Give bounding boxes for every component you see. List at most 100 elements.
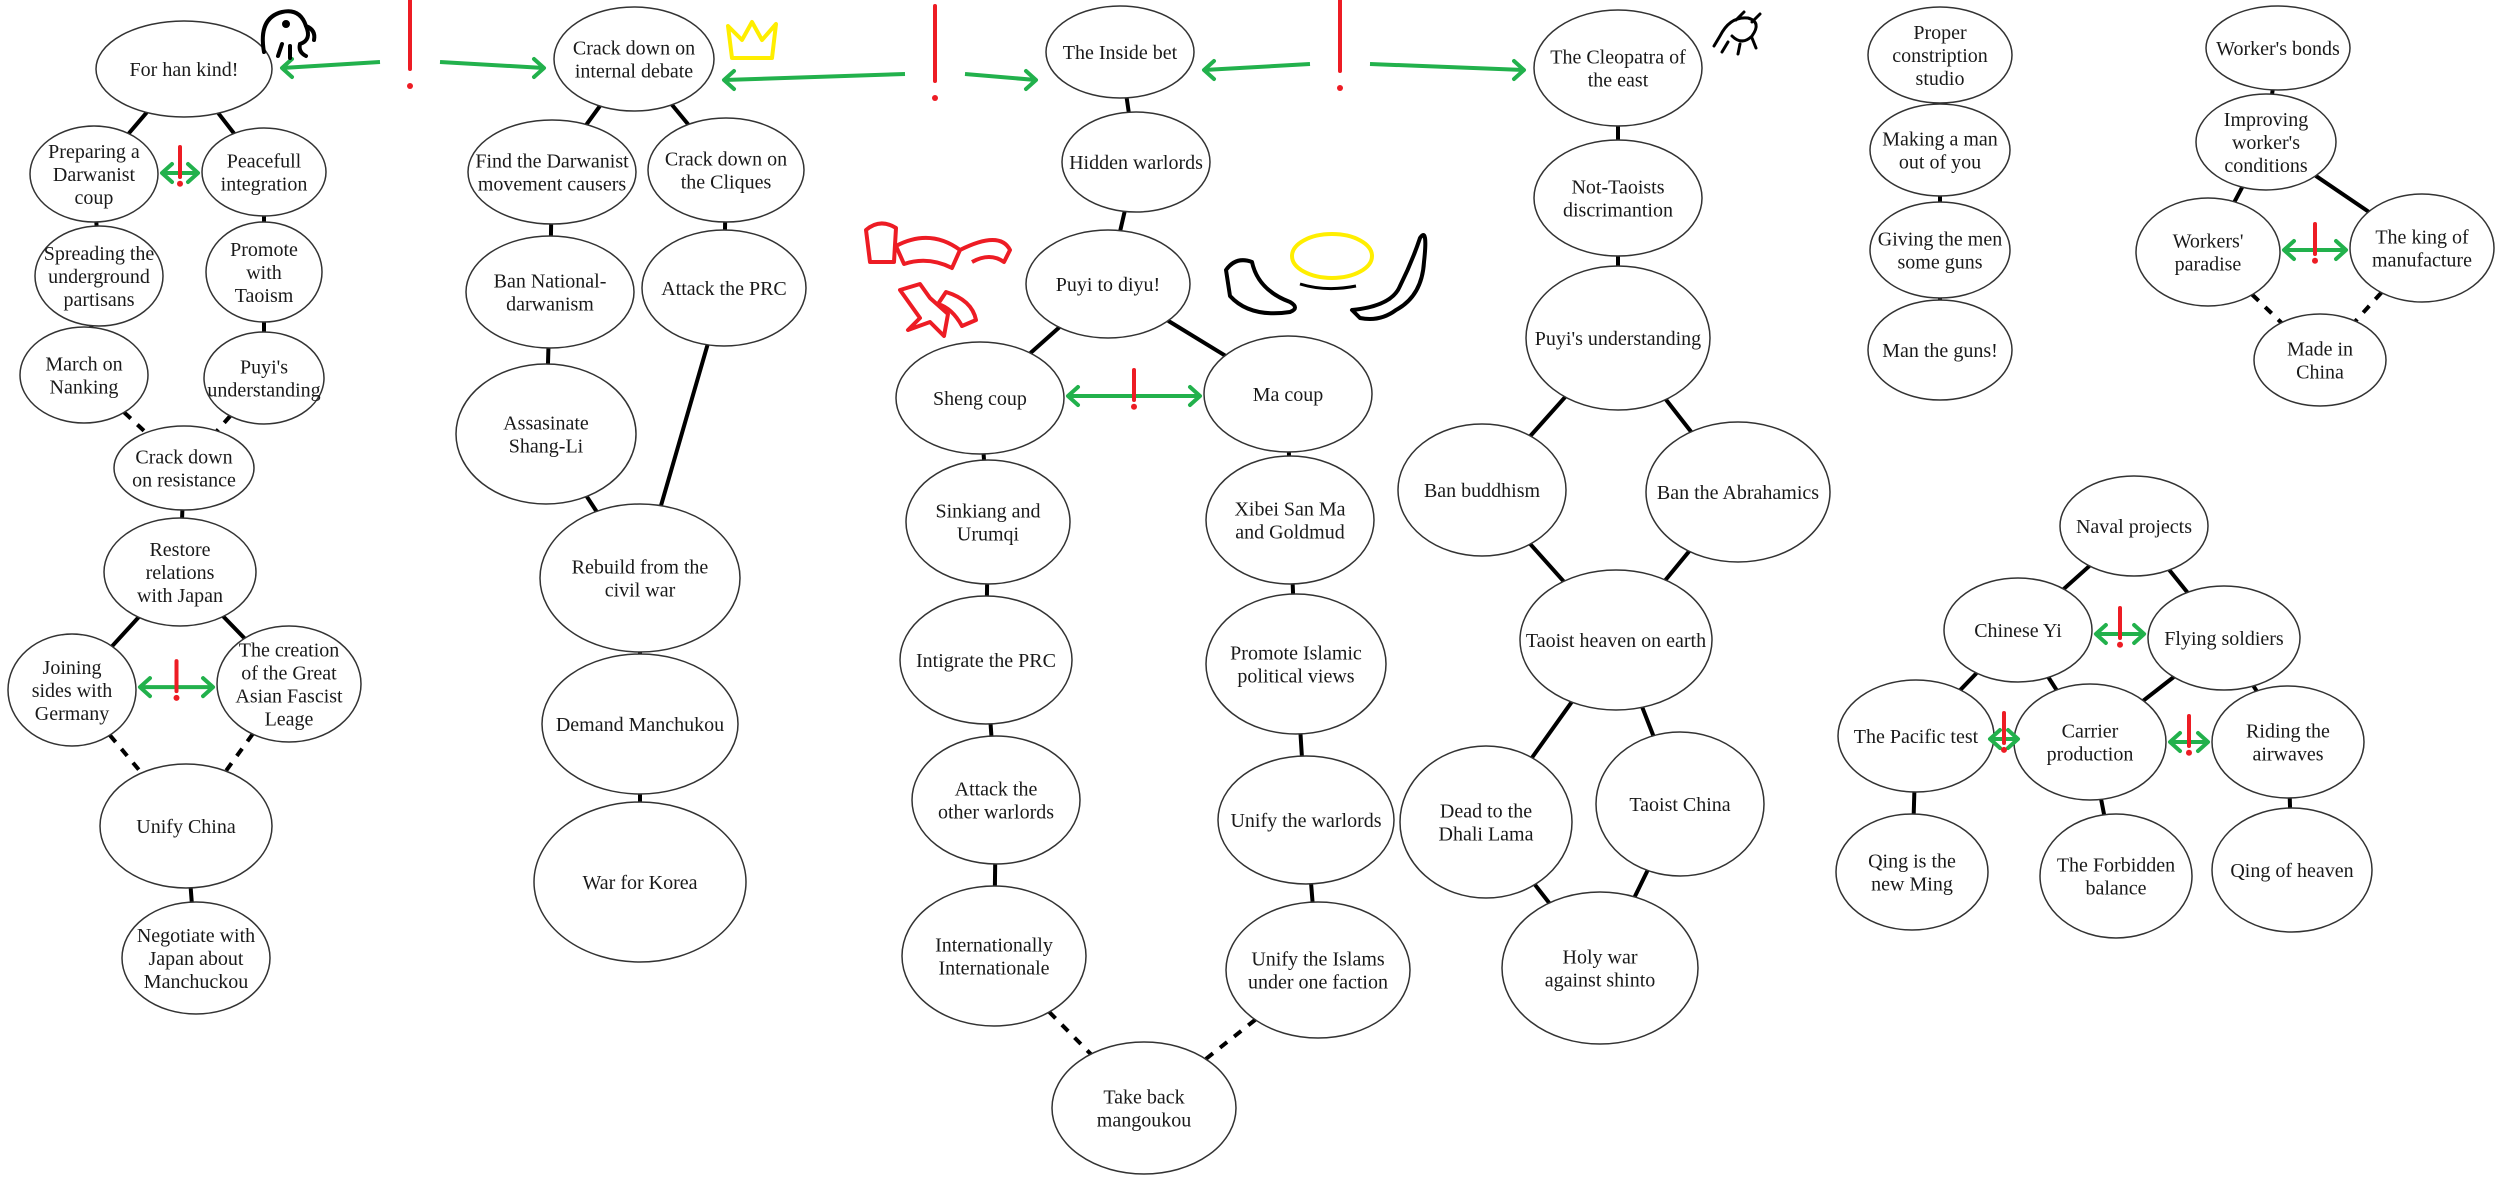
focus-node-prc[interactable]: Attack the PRC — [641, 229, 807, 347]
focus-node-korea[interactable]: War for Korea — [533, 801, 747, 963]
focus-node-inside[interactable]: The Inside bet — [1045, 5, 1195, 99]
focus-node-hidden[interactable]: Hidden warlords — [1061, 111, 1211, 213]
focus-node-diyu[interactable]: Puyi to diyu! — [1025, 229, 1191, 339]
focus-node-demand[interactable]: Demand Manchukou — [541, 653, 739, 795]
focus-node-pacific[interactable]: The Pacific test — [1837, 679, 1995, 793]
focus-node-puyiR[interactable]: Puyi's understanding — [1525, 265, 1711, 411]
arrowhead — [201, 676, 216, 699]
focus-node-label: March on — [45, 354, 122, 376]
focus-node-label: Attack the PRC — [661, 278, 787, 300]
connector-nanking-resist — [122, 410, 148, 435]
connector-paradise-madein — [2250, 293, 2283, 325]
arrow-shaft-right — [439, 60, 545, 70]
focus-node-ellipse — [2195, 93, 2337, 191]
focus-node-bannat[interactable]: Ban National-darwanism — [465, 235, 635, 349]
focus-node-taochina[interactable]: Taoist China — [1595, 731, 1765, 877]
focus-node-unify[interactable]: Unify China — [99, 763, 273, 889]
focus-node-label: underground — [48, 266, 150, 288]
focus-node-label: Crack down on — [665, 149, 787, 171]
focus-node-manguns[interactable]: Man the guns! — [1867, 299, 2013, 401]
focus-node-ma[interactable]: Ma coup — [1203, 335, 1373, 453]
focus-node-label: Demand Manchukou — [556, 714, 724, 736]
focus-node-ellipse — [1835, 813, 1989, 931]
focus-node-buddh[interactable]: Ban buddhism — [1397, 423, 1567, 557]
focus-node-ellipse — [1051, 1041, 1237, 1175]
focus-node-label: China — [2296, 362, 2344, 384]
exclamation-dot — [932, 95, 938, 101]
focus-node-label: Hidden warlords — [1069, 152, 1203, 174]
focus-node-ellipse — [1943, 577, 2093, 683]
focus-node-paradise[interactable]: Workers'paradise — [2135, 197, 2281, 307]
focus-node-label: Unify the Islams — [1251, 949, 1385, 971]
focus-node-unifyw[interactable]: Unify the warlords — [1217, 755, 1395, 885]
focus-node-label: constription — [1892, 45, 1988, 67]
connector-yi-carrier — [2046, 676, 2059, 692]
focus-node-label: Urumqi — [957, 524, 1020, 546]
connector-prc-rebuild — [659, 344, 710, 507]
connector-flying-riding — [2251, 684, 2259, 693]
connector-debate-darwcause — [584, 104, 602, 126]
connector-hidden-diyu — [1118, 210, 1127, 232]
focus-node-yi[interactable]: Chinese Yi — [1943, 577, 2093, 683]
connector-japan-fascist — [221, 615, 247, 640]
focus-node-han[interactable]: For han kind! — [95, 20, 273, 118]
focus-node-label: War for Korea — [583, 872, 698, 894]
focus-node-intig[interactable]: Intigrate the PRC — [899, 595, 1073, 725]
focus-node-label: movement causers — [478, 174, 626, 196]
focus-node-sheng[interactable]: Sheng coup — [895, 341, 1065, 455]
focus-node-label: darwanism — [506, 294, 594, 316]
mutual-exclusion-marker-sheng-ma — [1065, 368, 1203, 410]
focus-node-ellipse — [465, 235, 635, 349]
focus-node-naval[interactable]: Naval projects — [2059, 475, 2209, 577]
focus-node-qheaven[interactable]: Qing of heaven — [2211, 807, 2373, 933]
focus-node-heaven[interactable]: Taoist heaven on earth — [1519, 569, 1713, 711]
focus-node-label: studio — [1916, 68, 1965, 90]
exclamation-dot — [407, 83, 413, 89]
focus-node-label: civil war — [605, 580, 676, 602]
focus-node-bonds[interactable]: Worker's bonds — [2205, 5, 2351, 91]
arrowhead — [2093, 622, 2108, 645]
focus-node-label: Spreading the — [44, 243, 155, 265]
path-exclusion-marker-han-debate — [280, 0, 546, 89]
focus-node-flying[interactable]: Flying soldiers — [2147, 585, 2301, 691]
focus-node-abra[interactable]: Ban the Abrahamics — [1645, 421, 1831, 563]
arrowhead — [1024, 69, 1038, 91]
